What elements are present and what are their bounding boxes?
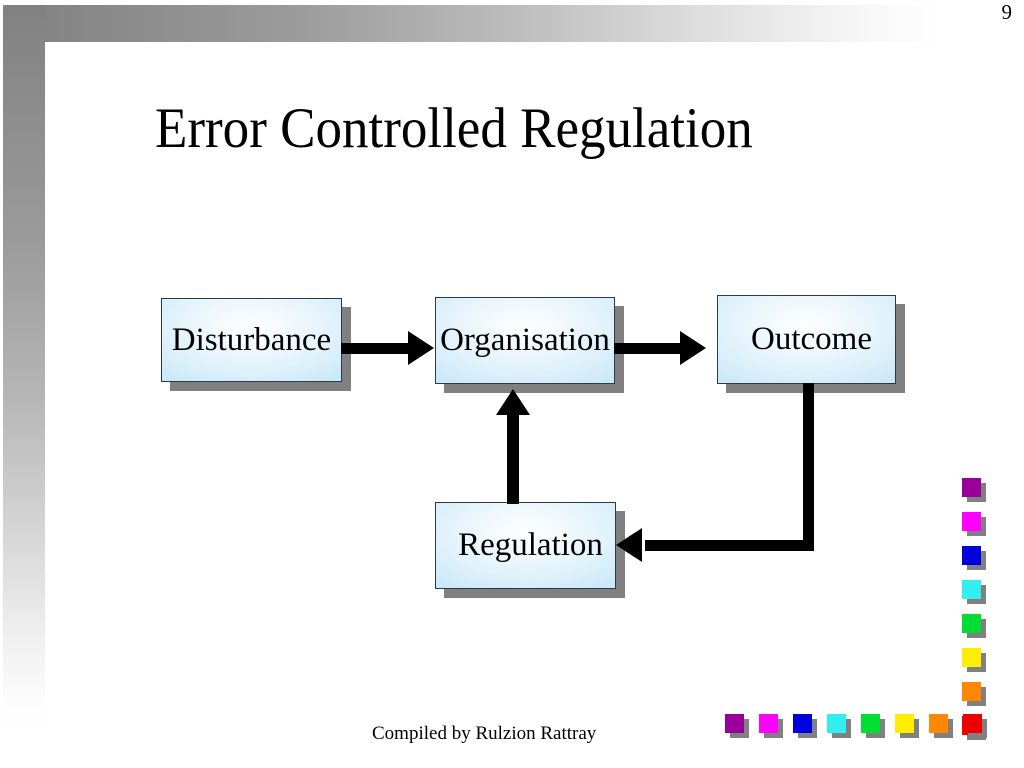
swatch-square (962, 580, 981, 599)
node-disturbance[interactable]: Disturbance (161, 298, 342, 382)
decorative-left-band (3, 5, 45, 728)
swatch-square (962, 512, 981, 531)
node-label: Regulation (458, 527, 603, 563)
swatch-square (895, 714, 914, 733)
swatch-square (962, 648, 981, 667)
edge-organisation-to-outcome (614, 343, 682, 354)
swatch-square (963, 714, 982, 733)
node-label: Organisation (440, 322, 610, 358)
arrow-head-up-icon (496, 389, 530, 415)
swatch-square (725, 714, 744, 733)
swatch-square (962, 478, 981, 497)
swatch-square (793, 714, 812, 733)
node-label: Outcome (751, 321, 872, 357)
page-title: Error Controlled Regulation (155, 97, 753, 160)
swatch-square (962, 614, 981, 633)
edge-regulation-to-organisation (507, 414, 519, 504)
edge-outcome-to-regulation-horizontal (645, 540, 814, 551)
edge-disturbance-to-organisation (341, 343, 411, 354)
node-regulation[interactable]: Regulation (435, 502, 616, 589)
edge-outcome-to-regulation-vertical (803, 383, 814, 546)
swatch-square (962, 546, 981, 565)
swatch-square (827, 714, 846, 733)
swatch-square (759, 714, 778, 733)
decorative-top-band (3, 5, 940, 42)
arrow-head-left-icon (616, 528, 642, 562)
node-label: Disturbance (171, 321, 332, 358)
arrow-head-right-icon (408, 331, 434, 365)
node-outcome[interactable]: Outcome (717, 295, 896, 384)
node-organisation[interactable]: Organisation (435, 297, 615, 384)
page-number: 9 (1001, 0, 1013, 24)
footer-credit: Compiled by Rulzion Rattray (372, 723, 597, 744)
swatch-square (962, 682, 981, 701)
arrow-head-right-icon (680, 331, 706, 365)
swatch-square (861, 714, 880, 733)
swatch-square (929, 714, 948, 733)
